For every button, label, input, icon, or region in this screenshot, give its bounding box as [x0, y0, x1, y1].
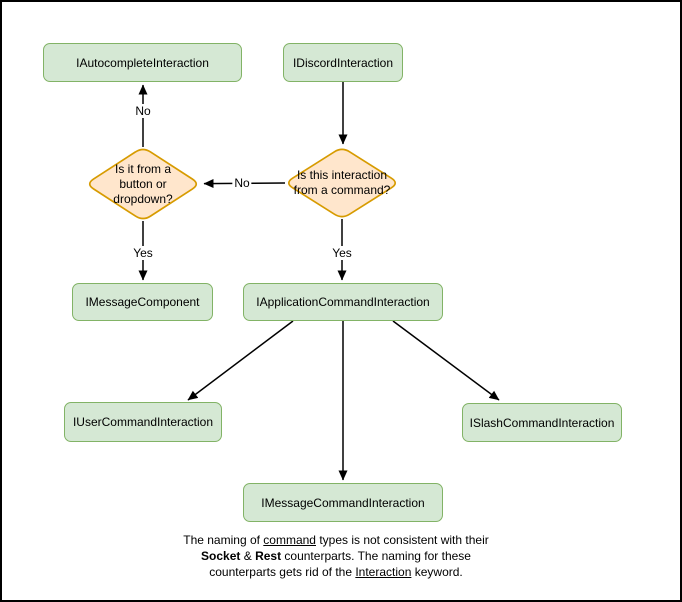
node-islashcommandinteraction: ISlashCommandInteraction — [462, 403, 622, 442]
node-idiscordinteraction: IDiscordInteraction — [283, 43, 403, 82]
naming-note-line2: Socket & Rest counterparts. The naming f… — [201, 549, 471, 563]
node-iusercommandinteraction: IUserCommandInteraction — [64, 402, 222, 442]
node-iautocompleteinteraction: IAutocompleteInteraction — [43, 43, 242, 82]
command-decision-label: Is this interaction from a command? — [293, 168, 391, 197]
naming-note-line1: The naming of command types is not consi… — [183, 533, 489, 547]
edge-label-no-autocomplete: No — [133, 104, 153, 118]
node-imessagecommandinteraction: IMessageCommandInteraction — [243, 483, 443, 522]
button-dropdown-decision-shape — [88, 148, 198, 220]
node-imessagecomponent: IMessageComponent — [72, 283, 213, 321]
naming-note: The naming of command types is not consi… — [134, 532, 538, 580]
edge-label-yes-application-command: Yes — [330, 246, 354, 260]
naming-note-line3: counterparts gets rid of the Interaction… — [209, 565, 463, 579]
command-decision-shape — [287, 148, 397, 218]
edge-application-command-to-slash-command — [392, 320, 500, 401]
edge-label-no-between-decisions: No — [232, 176, 252, 190]
edge-application-command-to-user-command — [187, 320, 294, 401]
edge-label-yes-message-component: Yes — [131, 246, 155, 260]
node-iapplicationcommandinteraction: IApplicationCommandInteraction — [243, 283, 443, 321]
button-dropdown-decision-label: Is it from a button or dropdown? — [113, 161, 173, 206]
